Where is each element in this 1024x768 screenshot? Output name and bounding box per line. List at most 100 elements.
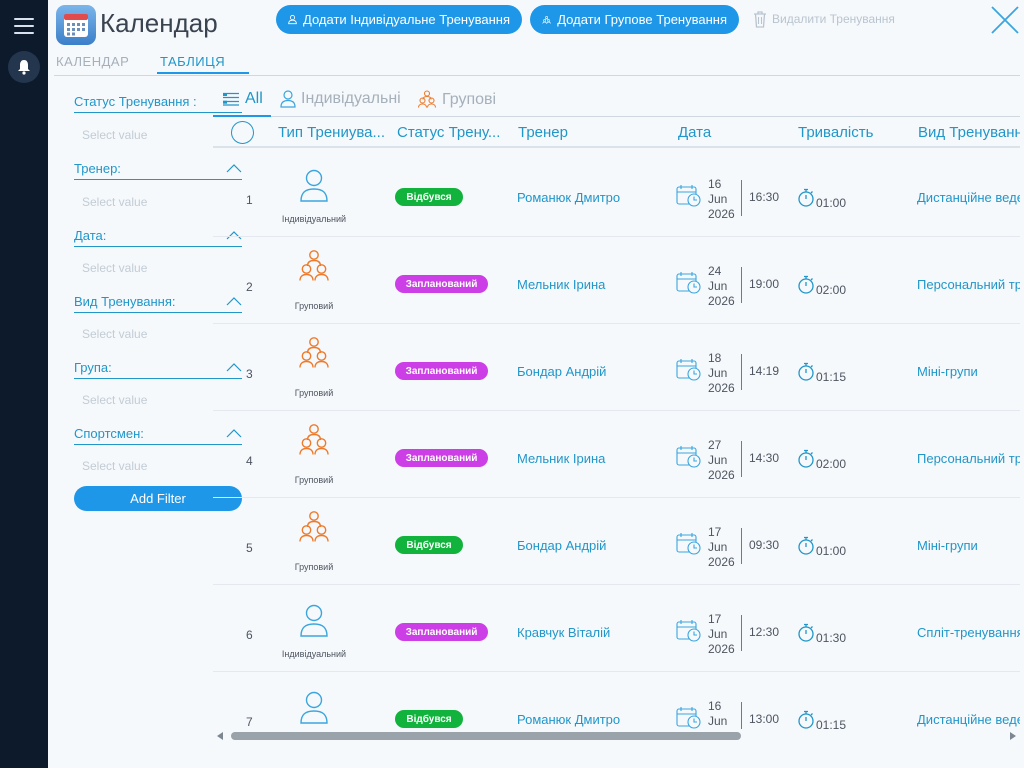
select-all-checkbox[interactable] <box>231 121 254 144</box>
trainer-name[interactable]: Бондар Андрій <box>517 364 607 379</box>
time-value: 19:00 <box>749 277 780 291</box>
column-header-type[interactable]: Тип Трениува... <box>278 124 385 141</box>
tab-calendar[interactable]: КАЛЕНДАР <box>56 54 130 69</box>
table-row[interactable]: 3 Груповий Запланований Бондар Андрій 18… <box>213 324 1020 411</box>
column-header-status[interactable]: Статус Трену... <box>397 124 501 141</box>
stopwatch-icon <box>798 275 814 294</box>
status-badge: Відбувся <box>395 710 463 728</box>
training-type-label: Груповий <box>294 301 334 311</box>
table-row[interactable]: 6 Індивідуальний Запланований Кравчук Ві… <box>213 585 1020 672</box>
trainer-name[interactable]: Бондар Андрій <box>517 538 607 553</box>
time-value: 14:19 <box>749 364 780 378</box>
column-header-duration[interactable]: Тривалість <box>798 124 874 141</box>
row-number: 1 <box>246 193 253 207</box>
date-divider <box>741 267 742 303</box>
filter-status-label[interactable]: Статус Тренування : <box>74 94 242 113</box>
individual-user-icon <box>300 691 328 724</box>
add-individual-label: Додати Індивідуальне Тренування <box>303 12 510 27</box>
training-type-label: Індивідуальний <box>281 649 347 659</box>
chevron-up-icon[interactable] <box>226 296 242 306</box>
individual-user-icon <box>300 169 328 202</box>
individual-user-icon <box>300 604 328 637</box>
filter-trainer-value[interactable]: Select value <box>82 195 148 209</box>
time-value: 16:30 <box>749 190 780 204</box>
filter-training-kind-value[interactable]: Select value <box>82 327 148 341</box>
trainer-name[interactable]: Мельник Ірина <box>517 451 606 466</box>
table-header: Тип Трениува... Статус Трену... Тренер Д… <box>213 117 1020 148</box>
status-badge: Запланований <box>395 362 488 380</box>
row-number: 7 <box>246 715 253 729</box>
chevron-up-icon[interactable] <box>226 163 242 173</box>
add-filter-button[interactable]: Add Filter <box>74 486 242 511</box>
filter-group-value[interactable]: Select value <box>82 393 148 407</box>
add-group-training-button[interactable]: Додати Групове Тренування <box>530 5 739 34</box>
filter-group-button[interactable]: Групові <box>417 90 496 109</box>
chevron-up-icon[interactable] <box>226 428 242 438</box>
table-row[interactable]: 4 Груповий Запланований Мельник Ірина 27… <box>213 411 1020 498</box>
column-header-date[interactable]: Дата <box>678 124 712 141</box>
filter-all-label: All <box>245 90 263 107</box>
stopwatch-icon <box>798 188 814 207</box>
filter-trainer-label[interactable]: Тренер: <box>74 161 242 180</box>
duration-value: 01:00 <box>816 544 847 558</box>
active-tab-indicator <box>157 72 249 74</box>
row-number: 6 <box>246 628 253 642</box>
filter-date-value[interactable]: Select value <box>82 261 148 275</box>
row-number: 4 <box>246 454 253 468</box>
filter-athlete-label[interactable]: Спортсмен: <box>74 426 242 445</box>
filter-all-button[interactable]: All <box>222 90 263 108</box>
list-icon <box>223 92 239 106</box>
date-divider <box>741 441 742 477</box>
calendar-app-icon <box>56 5 96 45</box>
individual-type-icon <box>299 169 329 208</box>
filter-individual-button[interactable]: Індивідуальні <box>280 90 401 108</box>
stopwatch-icon <box>798 623 814 642</box>
table-row[interactable]: 1 Індивідуальний Відбувся Романюк Дмитро… <box>213 150 1020 237</box>
delete-training-button[interactable]: Видалити Тренування <box>752 8 895 30</box>
column-header-trainer[interactable]: Тренер <box>518 124 568 141</box>
chevron-up-icon[interactable] <box>226 362 242 372</box>
trainer-name[interactable]: Романюк Дмитро <box>517 190 621 205</box>
table-row[interactable]: 7 Індивідуальний Відбувся Романюк Дмитро… <box>213 672 1020 729</box>
individual-type-icon <box>299 604 329 643</box>
column-header-training-kind[interactable]: Вид Тренуванн <box>918 124 1020 141</box>
table-body: 1 Індивідуальний Відбувся Романюк Дмитро… <box>213 150 1020 729</box>
tab-table[interactable]: ТАБЛИЦЯ <box>160 54 226 69</box>
type-filter-divider <box>213 116 1020 117</box>
calendar-clock-icon <box>676 359 701 381</box>
table-row[interactable]: 2 Груповий Запланований Мельник Ірина 24… <box>213 237 1020 324</box>
group-icon <box>542 15 551 24</box>
scroll-right-arrow-icon[interactable] <box>1010 732 1016 740</box>
trainer-name[interactable]: Кравчук Віталій <box>517 625 611 640</box>
filter-group-label[interactable]: Група: <box>74 360 242 379</box>
group-type-icon <box>299 423 329 468</box>
trainer-name[interactable]: Мельник Ірина <box>517 277 606 292</box>
notifications-button[interactable] <box>8 51 40 83</box>
training-kind: Міні-групи <box>917 364 978 379</box>
training-kind: Персональний тр <box>917 277 1020 292</box>
scrollbar-thumb[interactable] <box>231 732 741 740</box>
status-badge: Запланований <box>395 623 488 641</box>
stopwatch-icon <box>798 536 814 555</box>
duration-value: 02:00 <box>816 457 847 471</box>
status-badge: Запланований <box>395 449 488 467</box>
filter-training-kind-label[interactable]: Вид Тренування: <box>74 294 242 313</box>
horizontal-scrollbar[interactable] <box>213 729 1020 743</box>
filter-athlete-value[interactable]: Select value <box>82 459 148 473</box>
calendar-clock-icon <box>676 533 701 555</box>
duration-value: 02:00 <box>816 283 847 297</box>
trainer-name[interactable]: Романюк Дмитро <box>517 712 621 727</box>
filter-status-value[interactable]: Select value <box>82 128 148 142</box>
hamburger-icon[interactable] <box>14 18 34 34</box>
row-number: 3 <box>246 367 253 381</box>
left-rail <box>0 0 48 768</box>
scroll-left-arrow-icon[interactable] <box>217 732 223 740</box>
add-individual-training-button[interactable]: Додати Індивідуальне Тренування <box>276 5 522 34</box>
close-icon[interactable] <box>990 5 1020 35</box>
stopwatch-icon <box>798 710 814 729</box>
group-icon <box>417 90 437 108</box>
